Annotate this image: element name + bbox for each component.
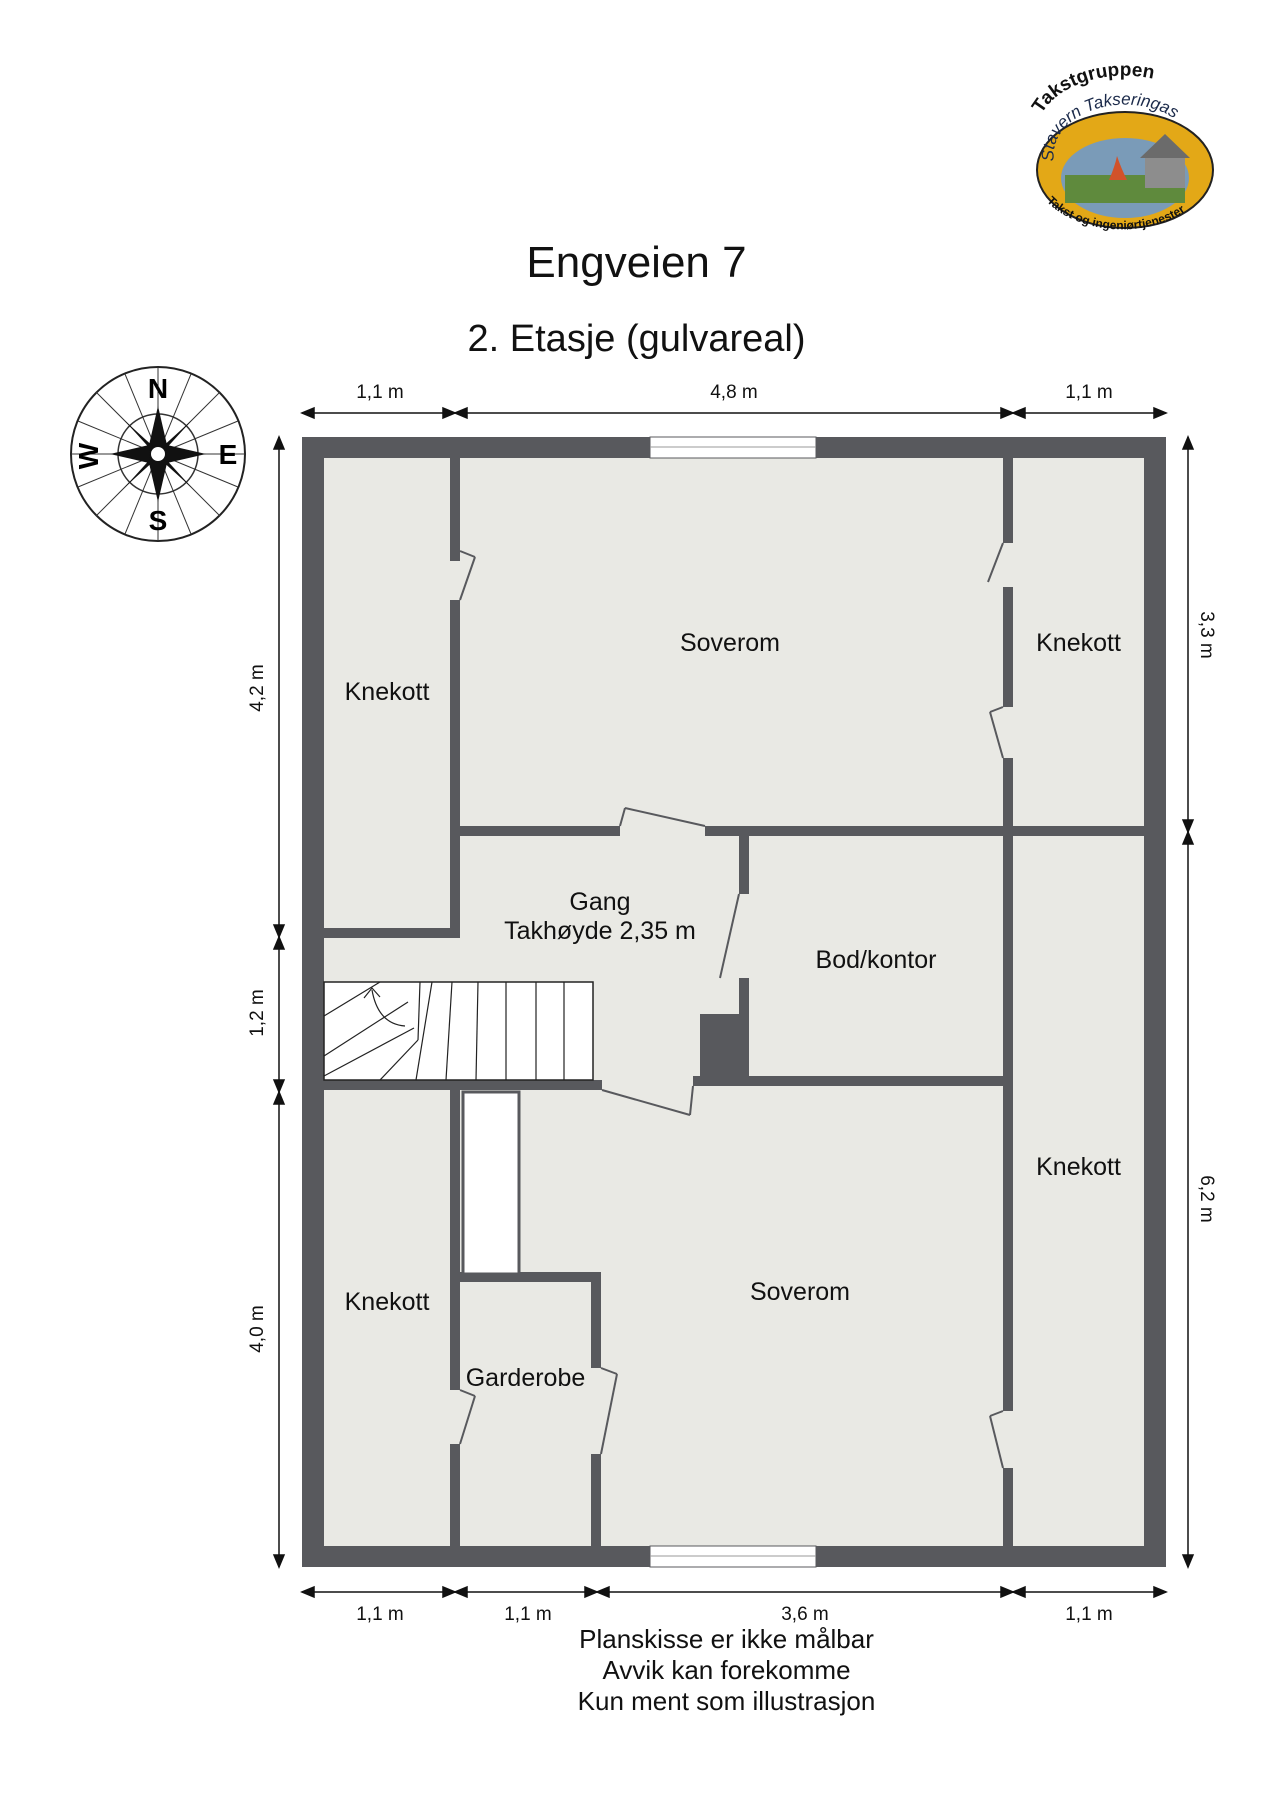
dim-bottom-2: 1,1 m bbox=[504, 1604, 552, 1625]
floor-subtitle: 2. Etasje (gulvareal) bbox=[467, 318, 806, 360]
room-knekott-top-left: Knekott bbox=[344, 678, 430, 706]
room-knekott-top-right: Knekott bbox=[1036, 629, 1121, 657]
dim-top-1: 1,1 m bbox=[356, 382, 404, 403]
note-line-3: Kun ment som illustrasjon bbox=[577, 1686, 876, 1716]
room-knekott-right: Knekott bbox=[1036, 1153, 1121, 1181]
company-logo: Takstgruppen Stavern Takseringas Takst o… bbox=[1028, 60, 1214, 232]
compass-west: W bbox=[73, 442, 104, 469]
dim-bottom-1: 1,1 m bbox=[356, 1604, 404, 1625]
note-line-1: Planskisse er ikke målbar bbox=[579, 1624, 874, 1654]
compass-north: N bbox=[148, 373, 168, 404]
disclaimer-notes: Planskisse er ikke målbar Avvik kan fore… bbox=[0, 1624, 1273, 1717]
room-garderobe: Garderobe bbox=[465, 1364, 586, 1392]
dim-top-3: 1,1 m bbox=[1065, 382, 1113, 403]
dim-bottom-4: 1,1 m bbox=[1065, 1604, 1113, 1625]
dim-top-2: 4,8 m bbox=[710, 382, 758, 403]
room-soverom-bottom: Soverom bbox=[749, 1278, 851, 1306]
compass-south: S bbox=[149, 505, 168, 536]
compass-east: E bbox=[219, 439, 238, 470]
page-title: Engveien 7 bbox=[526, 238, 747, 287]
compass-rose: N E S W bbox=[70, 366, 246, 542]
room-gang-height: Takhøyde 2,35 m bbox=[504, 917, 696, 945]
room-knekott-bottom-left: Knekott bbox=[344, 1288, 430, 1316]
room-gang: Gang bbox=[569, 888, 631, 916]
note-line-2: Avvik kan forekomme bbox=[602, 1655, 851, 1685]
room-bod-kontor: Bod/kontor bbox=[815, 946, 937, 974]
dim-bottom-3: 3,6 m bbox=[781, 1604, 829, 1625]
room-soverom-top: Soverom bbox=[679, 629, 781, 657]
